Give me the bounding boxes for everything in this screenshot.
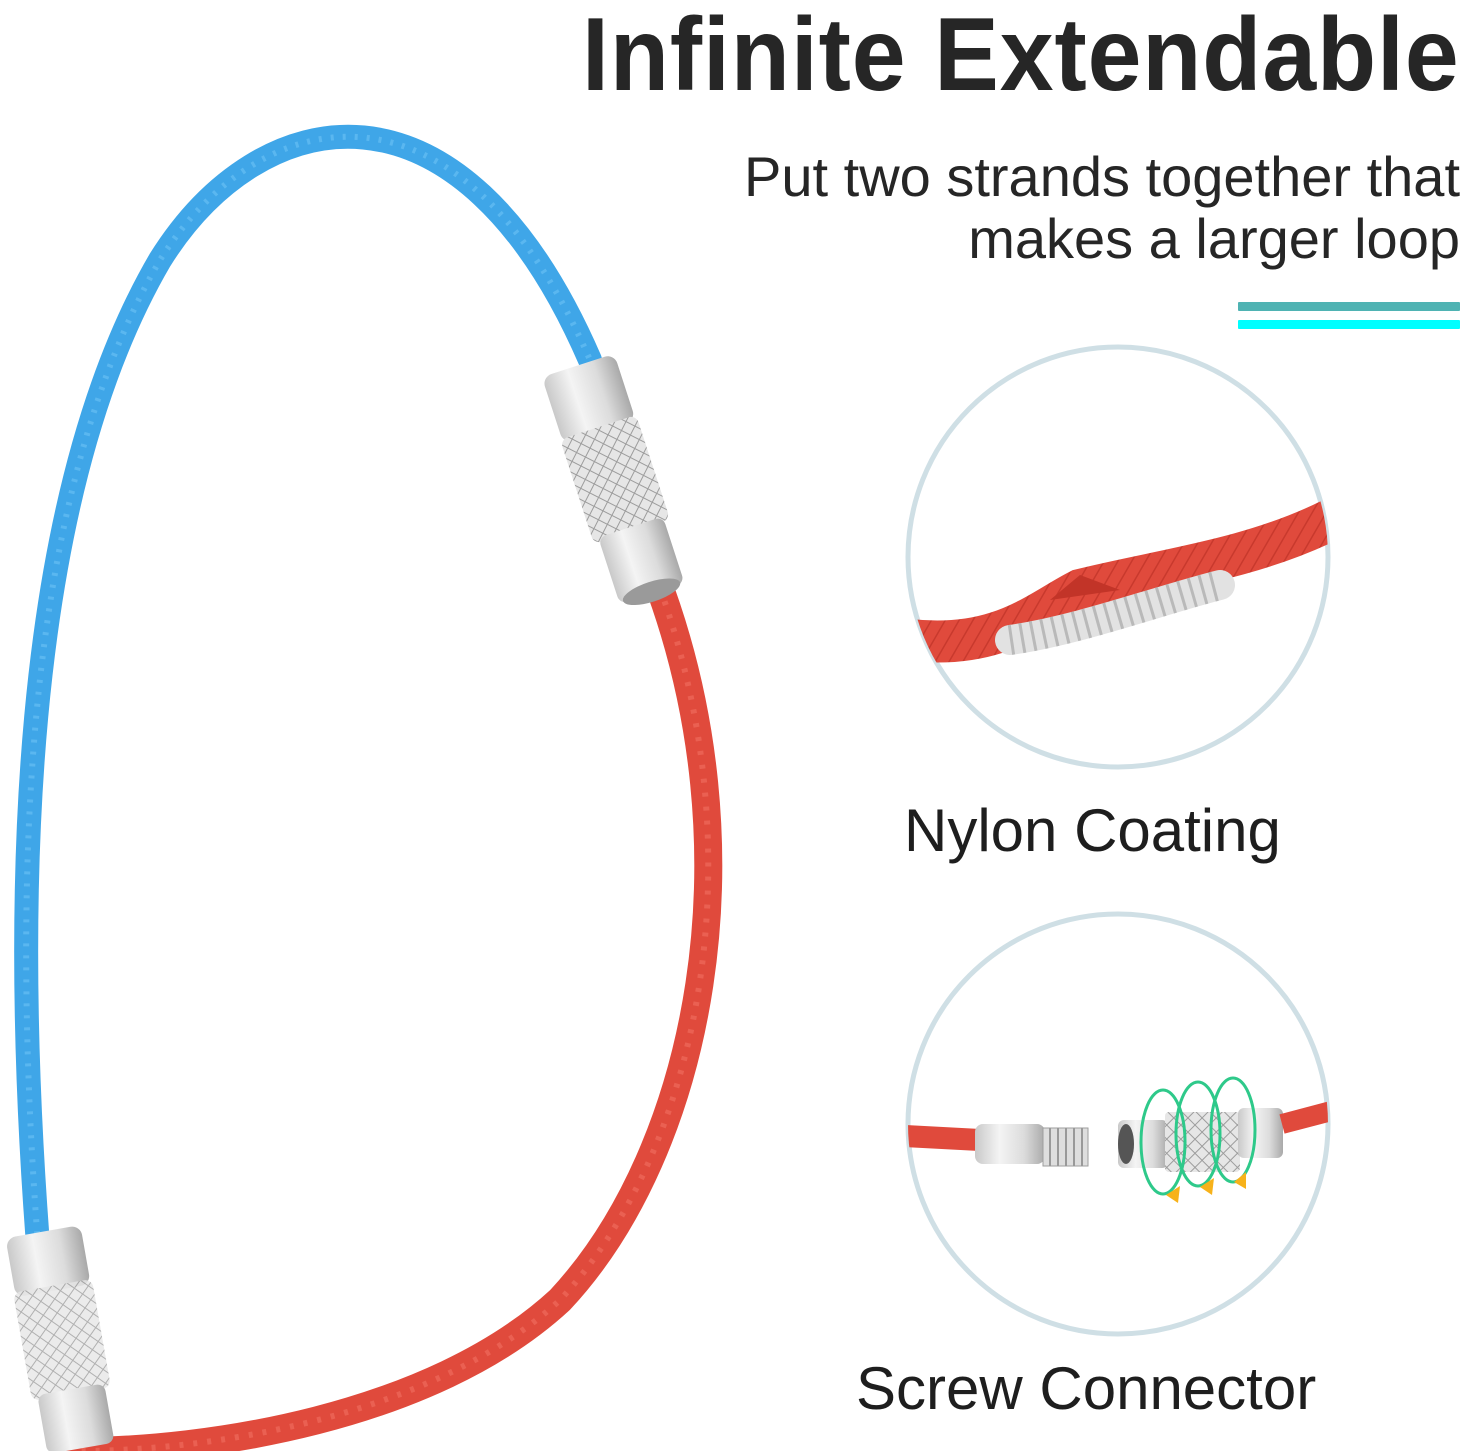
- feature-circle-screw: [905, 911, 1331, 1337]
- red-cable-stripped-icon: [908, 499, 1328, 663]
- feature-circle-nylon: [905, 344, 1331, 770]
- subheadline-line-2: makes a larger loop: [968, 207, 1460, 270]
- accent-line-cyan: [1238, 320, 1460, 329]
- screw-connector-icon: [908, 1076, 1328, 1203]
- subheadline-line-1: Put two strands together that: [744, 145, 1460, 208]
- screw-connector-bottom: [7, 1226, 114, 1451]
- subheadline: Put two strands together that makes a la…: [640, 146, 1460, 270]
- headline: Infinite Extendable: [582, 0, 1460, 113]
- accent-line-teal: [1238, 302, 1460, 311]
- feature-label-nylon-coating: Nylon Coating: [904, 797, 1281, 864]
- feature-label-screw-connector: Screw Connector: [856, 1355, 1317, 1422]
- blue-cable: [14, 124, 602, 1282]
- screw-connector-top: [544, 356, 683, 606]
- red-cable: [66, 561, 723, 1451]
